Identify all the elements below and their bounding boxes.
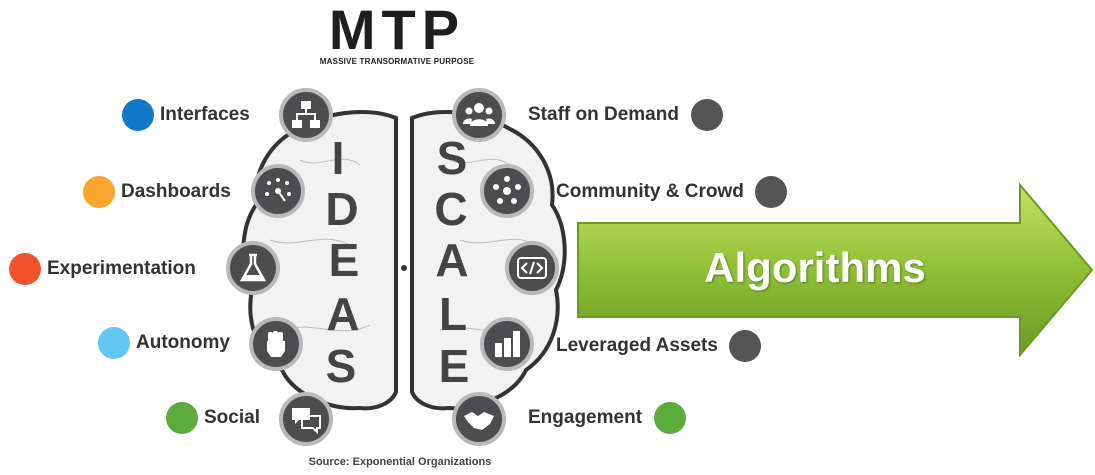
rental-icon [480,317,534,371]
engagement-label: Engagement [528,407,643,428]
social-dot [166,402,198,434]
ideas-letter: D [325,183,359,235]
algorithms-arrow [577,182,1094,358]
leveraged-assets-label: Leveraged Assets [556,335,718,356]
autonomy-label: Autonomy [136,332,230,353]
community-crowd-label: Community & Crowd [556,181,744,202]
chat-bubbles-icon [279,392,333,446]
scale-letter: L [438,288,468,340]
ideas-letter: A [326,288,360,340]
scale-letter: E [438,340,470,392]
mtp-subtitle: MASSIVE TRANSORMATIVE PURPOSE [319,57,475,66]
dashboards-label: Dashboards [121,181,231,202]
interfaces-label: Interfaces [160,104,250,125]
community-icon [480,164,534,218]
scale-letter: A [435,234,469,286]
flowchart-icon [279,88,333,142]
experimentation-dot [9,253,41,285]
gauge-icon [251,164,305,218]
staff-on-demand-dot [691,99,723,131]
source-caption: Source: Exponential Organizations [308,456,492,468]
flask-icon [226,241,280,295]
mtp-title: MTP [328,0,466,61]
experimentation-label: Experimentation [47,258,196,279]
leveraged-assets-dot [729,330,761,362]
social-label: Social [204,407,260,428]
scale-letter: S [436,132,468,184]
ideas-letter: S [325,340,357,392]
dashboards-dot [83,176,115,208]
ideas-letter: I [331,132,345,184]
engagement-dot [654,402,686,434]
algorithms-label: Algorithms [704,244,926,291]
code-icon [505,241,559,295]
ideas-letter: E [328,234,360,286]
fist-icon [249,317,303,371]
interfaces-dot [122,99,154,131]
handshake-icon [452,392,506,446]
autonomy-dot [98,327,130,359]
community-crowd-dot [755,176,787,208]
staff-on-demand-label: Staff on Demand [528,104,679,125]
scale-letter: C [434,183,468,235]
people-icon [452,88,506,142]
